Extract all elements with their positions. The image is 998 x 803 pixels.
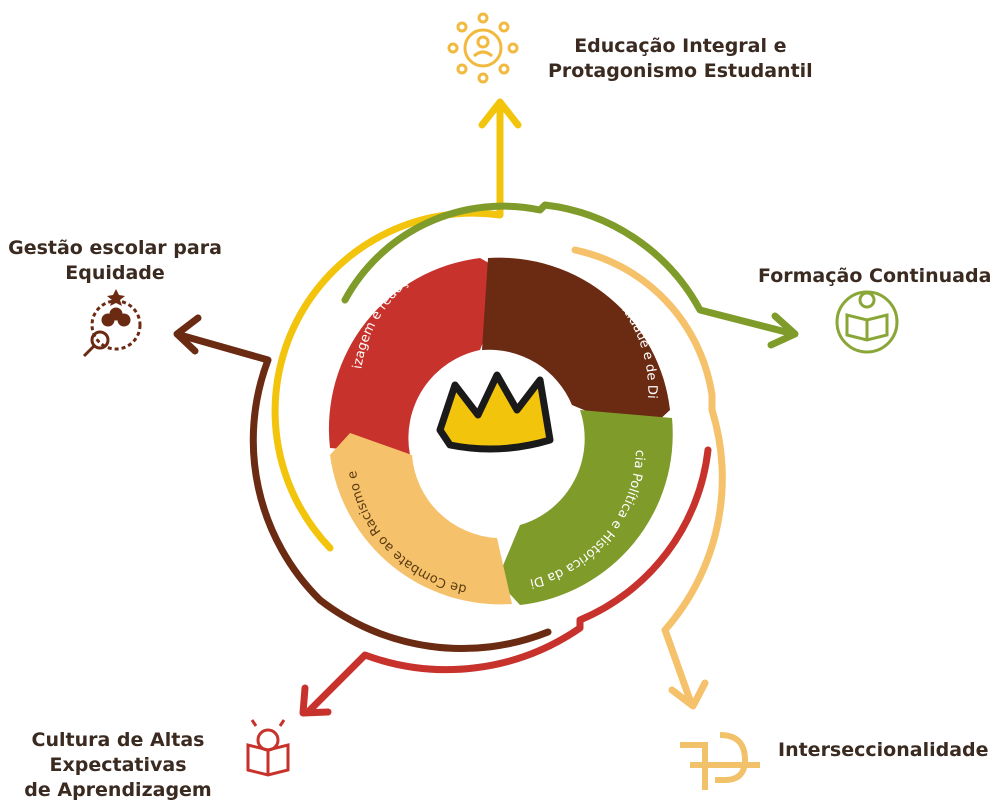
inner-ring: Direitos de aprendizagem e redução das d… (0, 0, 673, 605)
intersecting-roads-icon (680, 732, 760, 790)
segment-consciencia (497, 410, 673, 605)
crown-icon (436, 371, 554, 453)
label-educacao-integral: Educação Integral e Protagonismo Estudan… (548, 35, 813, 82)
network-people-icon (447, 12, 519, 84)
book-lightbulb-icon (246, 719, 290, 777)
label-interseccionalidade: Interseccionalidade (778, 739, 989, 761)
brown-arc (176, 331, 552, 653)
red-arc (306, 446, 712, 714)
orange-arrowhead (668, 679, 709, 710)
green-arc (341, 201, 794, 337)
label-cultura-altas-expectativas: Cultura de Altas Expectativas de Aprendi… (24, 729, 212, 801)
team-search-icon (82, 289, 142, 358)
green-arrowhead (767, 312, 799, 349)
segment-fortalecimento (482, 257, 670, 435)
orange-arc (571, 246, 726, 704)
segment-direitos (328, 258, 510, 455)
red-arrowhead (299, 684, 332, 717)
label-formacao-continuada: Formação Continuada (758, 265, 992, 287)
outer-arcs (173, 98, 799, 717)
yellow-arrowhead (478, 98, 522, 129)
label-gestao-escolar: Gestão escolar para Equidade (8, 237, 222, 284)
book-lightbulb-icon (835, 290, 899, 354)
brown-arrowhead (173, 314, 202, 355)
segment-acoes (330, 433, 512, 605)
